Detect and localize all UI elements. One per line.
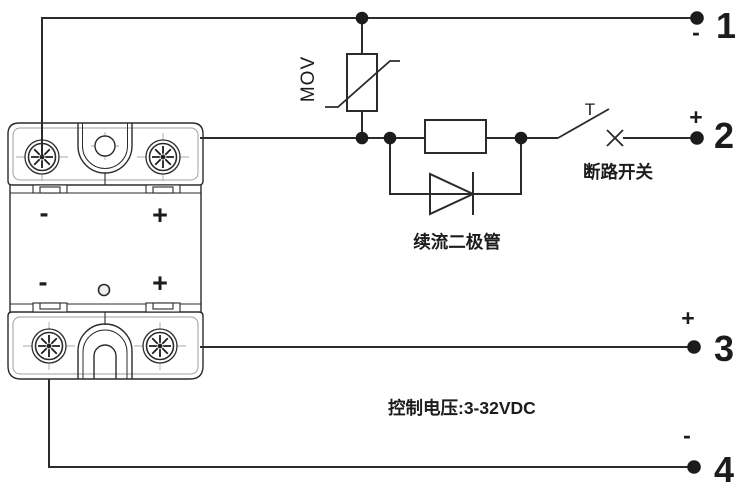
ssr-bottom-tabs — [32, 302, 181, 313]
terminal-dot — [687, 460, 701, 474]
freewheel-diode-label: 续流二极管 — [413, 232, 501, 252]
junction-dot — [355, 131, 369, 145]
terminal-3-polarity: + — [681, 305, 694, 331]
ssr-bottom-slot — [93, 344, 117, 379]
junction-dot — [355, 11, 369, 25]
led-indicator-icon — [97, 283, 111, 297]
terminal-2-number: 2 — [714, 115, 734, 156]
terminal-4-polarity: - — [683, 422, 691, 448]
terminal-3: + 3 — [681, 305, 734, 369]
terminal-1: - 1 — [690, 5, 736, 46]
ssr-mounting-hole — [94, 135, 116, 157]
breaker-switch: T 断路开关 — [557, 100, 653, 182]
mov-varistor: MOV — [298, 53, 400, 112]
terminal-dot — [690, 131, 704, 145]
device-mark-top-right: + — [152, 200, 168, 230]
terminal-3-number: 3 — [714, 328, 734, 369]
wires — [41, 17, 697, 468]
wire-terminal-1 — [41, 17, 697, 157]
mov-label: MOV — [298, 56, 319, 102]
ssr-top-tabs — [32, 184, 181, 194]
terminal-1-number: 1 — [716, 5, 736, 46]
junction-dots — [355, 11, 528, 145]
ssr-top-notch-inner — [82, 123, 128, 169]
device-mark-top-left: - — [40, 198, 49, 228]
ssr-bottom-notch-inner — [82, 329, 128, 379]
varistor-diagonal-icon — [325, 60, 400, 108]
diode-triangle-icon — [429, 172, 476, 216]
varistor-body-icon — [346, 53, 378, 112]
ssr-body-sides — [9, 185, 202, 312]
switch-t-label: T — [585, 100, 595, 119]
wire-terminal-4 — [48, 379, 694, 468]
load-box-icon — [424, 119, 487, 154]
junction-dot — [383, 131, 397, 145]
switch-blade-icon — [557, 108, 610, 139]
terminal-1-polarity: - — [692, 19, 700, 45]
terminal-4-number: 4 — [714, 449, 734, 490]
terminal-dot — [690, 11, 704, 25]
terminal-2: + 2 — [689, 104, 734, 156]
device-mark-bottom-left: - — [39, 267, 48, 297]
freewheel-diode: 续流二极管 — [413, 172, 501, 252]
wire-diode-branch — [389, 138, 522, 195]
terminal-dot — [687, 340, 701, 354]
junction-dot — [514, 131, 528, 145]
breaker-switch-label: 断路开关 — [583, 162, 653, 182]
device-mark-bottom-right: + — [152, 268, 168, 298]
control-voltage-label: 控制电压:3-32VDC — [388, 398, 536, 418]
switch-break-x-icon — [606, 129, 624, 147]
terminal-4: - 4 — [683, 422, 734, 490]
ssr-device: - + - + — [7, 122, 204, 380]
terminal-2-polarity: + — [689, 104, 702, 130]
